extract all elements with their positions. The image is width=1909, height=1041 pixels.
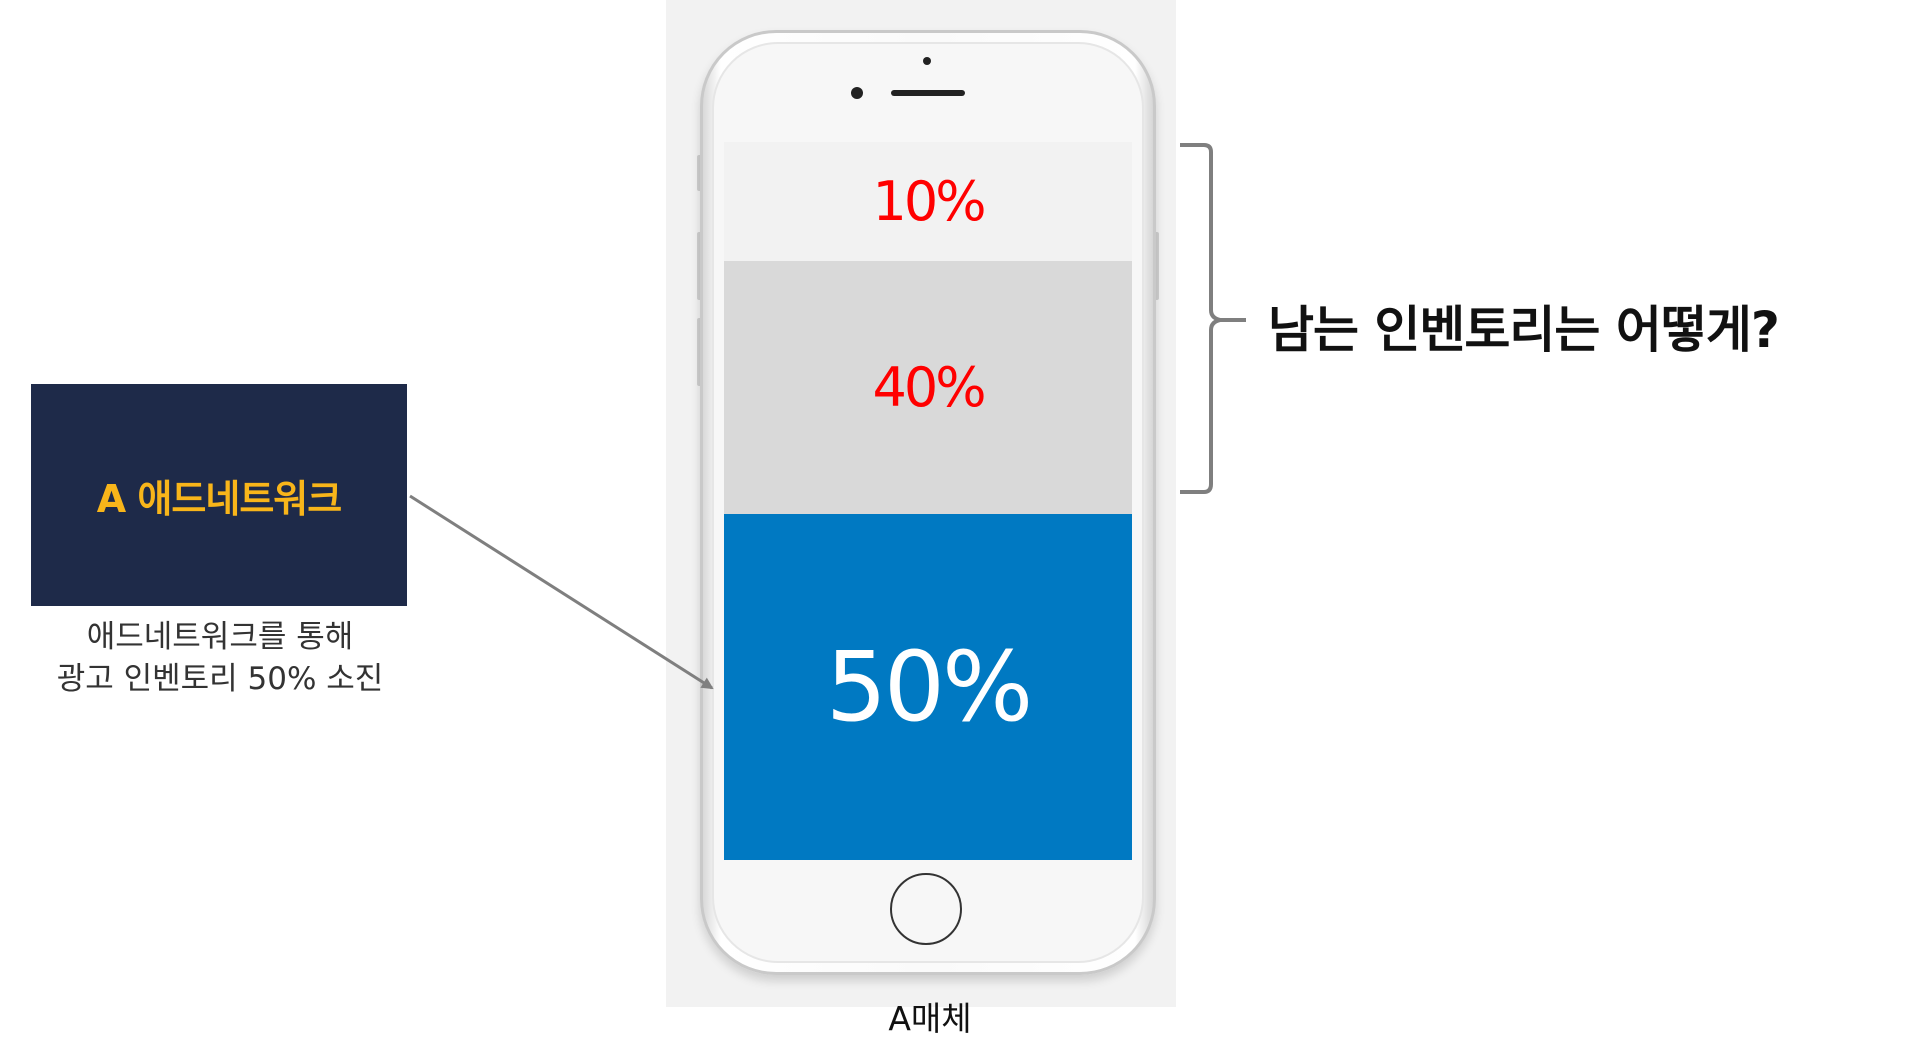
ad-network-caption: 애드네트워크를 통해 광고 인벤토리 50% 소진 <box>0 616 440 701</box>
inventory-segment-10-label: 10% <box>872 170 986 233</box>
phone-camera-icon <box>923 57 931 65</box>
inventory-segment-40-label: 40% <box>872 356 986 419</box>
phone-power-button <box>1153 232 1159 300</box>
ad-network-caption-line2: 광고 인벤토리 50% 소진 <box>56 661 384 698</box>
inventory-segment-50: 50% <box>724 514 1132 860</box>
inventory-segment-10: 10% <box>724 142 1132 261</box>
ad-network-box: A 애드네트워크 <box>31 384 407 606</box>
remaining-inventory-question: 남는 인벤토리는 어떻게? <box>1268 301 1780 359</box>
ad-network-caption-line1: 애드네트워크를 통해 <box>86 619 354 655</box>
phone-caption: A매체 <box>888 999 972 1038</box>
phone-speaker-icon <box>891 90 965 96</box>
ad-network-name: A 애드네트워크 <box>96 476 342 521</box>
phone-sensor-icon <box>851 87 863 99</box>
network-to-phone-arrow <box>409 494 714 690</box>
remaining-inventory-bracket <box>1180 143 1246 494</box>
inventory-segment-40: 40% <box>724 261 1132 514</box>
phone-home-button-icon <box>890 873 962 945</box>
inventory-segment-50-label: 50% <box>825 631 1033 743</box>
